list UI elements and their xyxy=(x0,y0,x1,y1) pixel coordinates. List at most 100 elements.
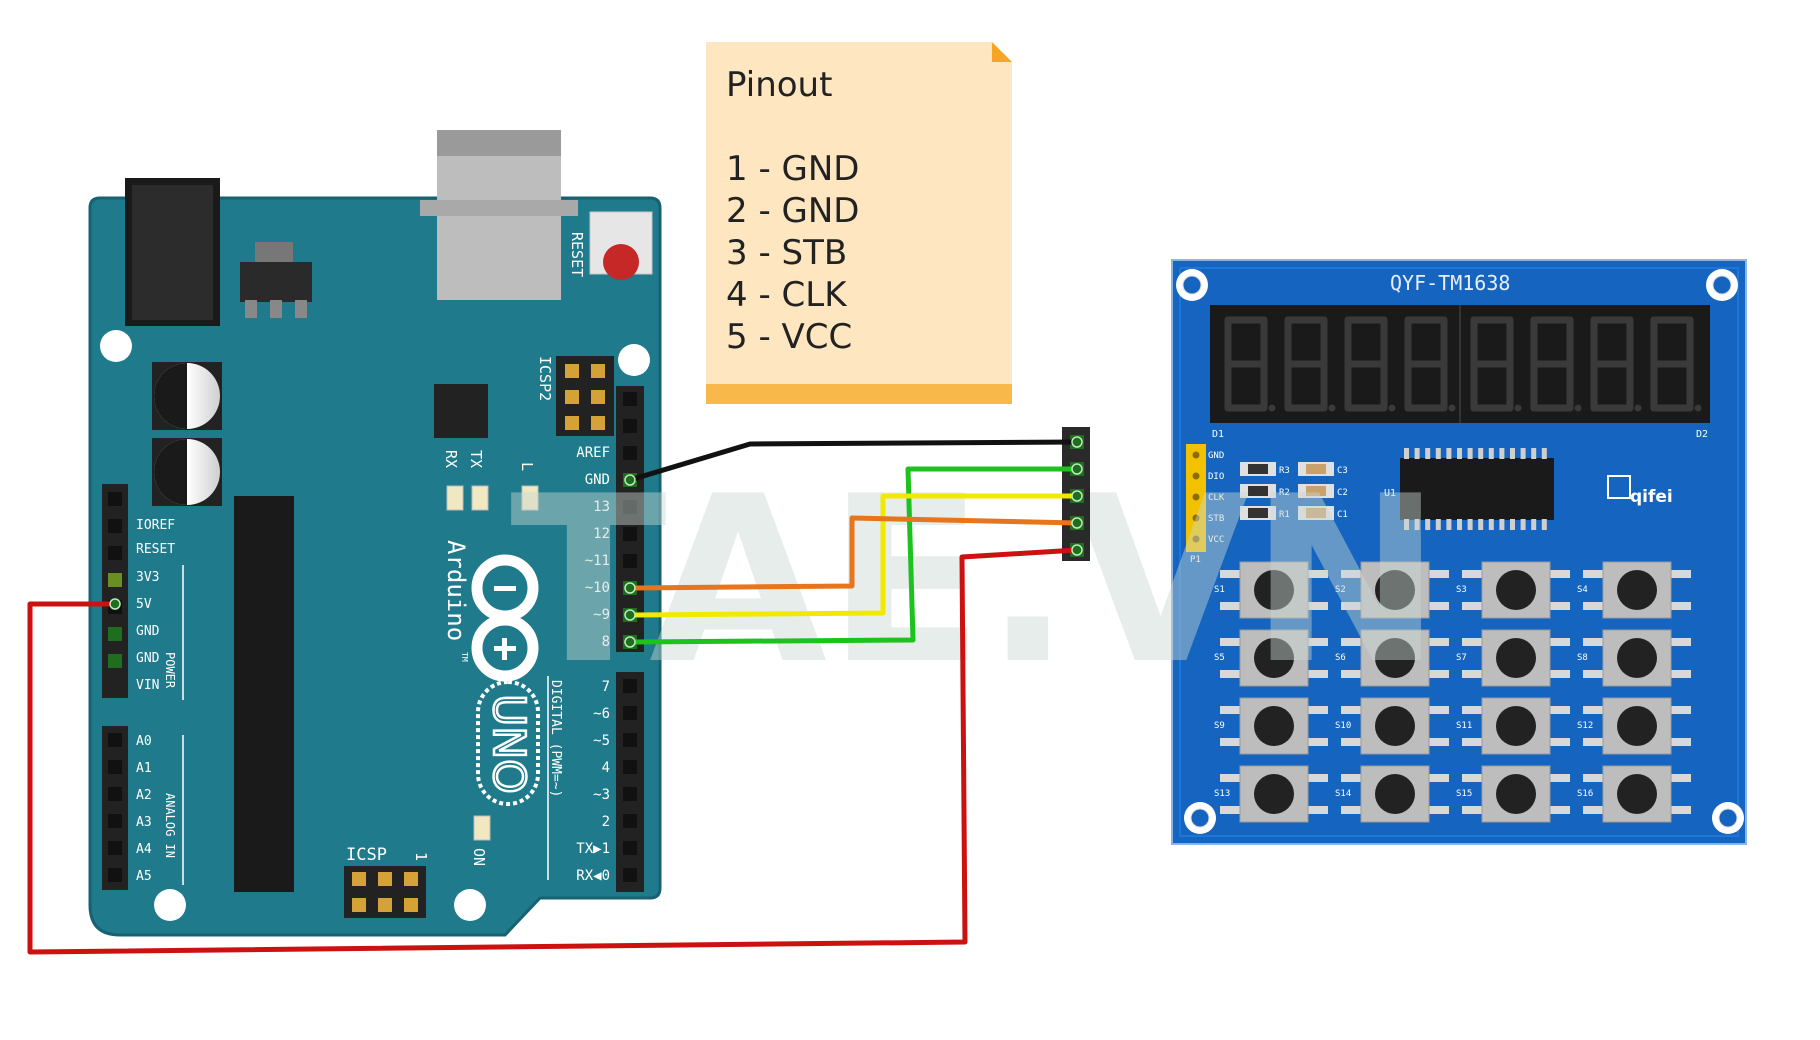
analog-header xyxy=(102,726,128,890)
header-pin-label: STB xyxy=(1208,514,1224,524)
pin-label: 5V xyxy=(136,597,152,612)
pin-label: GND xyxy=(136,651,160,666)
arduino-uno-board: RESET ICSP2 TX RX L Arduino TM UNO xyxy=(88,130,662,937)
pin-label: GND xyxy=(585,472,610,488)
key-switch[interactable]: S2 xyxy=(1335,561,1449,619)
resistor-label: R2 xyxy=(1279,488,1290,498)
atmega-chip xyxy=(234,496,294,892)
pin-label: ~6 xyxy=(593,706,610,722)
capacitor-label: C2 xyxy=(1337,488,1348,498)
voltage-regulator xyxy=(255,242,293,264)
icsp-header xyxy=(344,866,426,918)
key-switch[interactable]: S15 xyxy=(1456,765,1570,823)
arduino-logo-icon xyxy=(471,554,539,682)
capacitor-label: C3 xyxy=(1337,466,1348,476)
pin-label: ~10 xyxy=(585,580,610,596)
resistor-label: R1 xyxy=(1279,510,1290,520)
key-label: S5 xyxy=(1214,653,1225,663)
analog-in-label: ANALOG IN xyxy=(163,793,177,858)
header-pin-label: GND xyxy=(1208,451,1224,461)
key-switch[interactable]: S10 xyxy=(1335,697,1449,755)
wires xyxy=(27,427,1090,955)
reset-label: RESET xyxy=(568,232,586,277)
key-switch[interactable]: S5 xyxy=(1214,629,1328,687)
digit xyxy=(1224,316,1276,412)
tm1638-chip xyxy=(1400,448,1554,530)
key-switch[interactable]: S3 xyxy=(1456,561,1570,619)
key-switch[interactable]: S4 xyxy=(1577,561,1691,619)
key-label: S7 xyxy=(1456,653,1467,663)
note-line: 5 - VCC xyxy=(726,317,852,357)
power-header xyxy=(102,484,128,698)
digit xyxy=(1530,316,1582,412)
u1-label: U1 xyxy=(1384,488,1396,499)
digit xyxy=(1590,316,1642,412)
pin-label: A5 xyxy=(136,869,152,884)
pin-label: 12 xyxy=(593,526,610,542)
key-label: S8 xyxy=(1577,653,1588,663)
key-label: S13 xyxy=(1214,789,1230,799)
pin-label: GND xyxy=(136,624,160,639)
smd-components xyxy=(1240,462,1334,520)
capacitor xyxy=(152,438,222,506)
usb-chip xyxy=(434,384,488,438)
wire-stb xyxy=(629,515,1078,591)
key-switch[interactable]: S8 xyxy=(1577,629,1691,687)
wire-clk xyxy=(629,493,1077,618)
note-line: 3 - STB xyxy=(726,233,847,273)
pin-label: ~5 xyxy=(593,733,610,749)
key-switch[interactable]: S11 xyxy=(1456,697,1570,755)
key-label: S16 xyxy=(1577,789,1593,799)
header-pin-label: DIO xyxy=(1208,472,1224,482)
key-label: S3 xyxy=(1456,585,1467,595)
digital-header-bottom xyxy=(616,672,644,892)
rx-led xyxy=(446,485,464,511)
resistor-label: R3 xyxy=(1279,466,1290,476)
display-digits xyxy=(1224,316,1702,412)
pin-label: A2 xyxy=(136,788,152,803)
key-label: S14 xyxy=(1335,789,1351,799)
pin-label: 13 xyxy=(593,499,610,515)
key-label: S11 xyxy=(1456,721,1472,731)
d1-label: D1 xyxy=(1212,429,1224,440)
module-logo: qifei xyxy=(1630,487,1673,507)
d2-label: D2 xyxy=(1696,429,1708,440)
on-label: ON xyxy=(470,848,488,866)
digit xyxy=(1404,316,1456,412)
key-switch[interactable]: S7 xyxy=(1456,629,1570,687)
pin-label: 4 xyxy=(602,760,610,776)
key-switch[interactable]: S1 xyxy=(1214,561,1328,619)
brand-label: Arduino xyxy=(442,540,470,641)
tm1638-module: QYF-TM1638 D1 D2 U1 qifei GND DIO CLK ST… xyxy=(1171,259,1747,845)
icsp-label: ICSP xyxy=(346,845,387,865)
power-label: POWER xyxy=(163,652,177,689)
note-line: 4 - CLK xyxy=(726,275,848,315)
pin-label: RESET xyxy=(136,542,175,557)
key-switch[interactable]: S6 xyxy=(1335,629,1449,687)
wire-gnd xyxy=(629,439,1078,483)
capacitor-label: C1 xyxy=(1337,510,1348,520)
key-switch[interactable]: S16 xyxy=(1577,765,1691,823)
key-switch[interactable]: S9 xyxy=(1214,697,1328,755)
pin-label: ~9 xyxy=(593,607,610,623)
key-switch[interactable]: S12 xyxy=(1577,697,1691,755)
pin-label: A1 xyxy=(136,761,152,776)
key-switch[interactable]: S14 xyxy=(1335,765,1449,823)
pin-label: 3V3 xyxy=(136,570,159,585)
key-label: S9 xyxy=(1214,721,1225,731)
watermark: TAE.VN xyxy=(510,448,1442,715)
icsp-pin1-label: 1 xyxy=(412,852,430,861)
module-title: QYF-TM1638 xyxy=(1390,271,1510,295)
pin-label: ~3 xyxy=(593,787,610,803)
pin-label: AREF xyxy=(576,445,610,461)
header-pin-label: CLK xyxy=(1208,493,1225,503)
model-label: UNO xyxy=(483,694,534,794)
note-title: Pinout xyxy=(726,65,832,105)
key-switch[interactable]: S13 xyxy=(1214,765,1328,823)
digit xyxy=(1284,316,1336,412)
pin-label: TX▶1 xyxy=(576,841,610,857)
key-label: S15 xyxy=(1456,789,1472,799)
reset-button[interactable] xyxy=(589,211,653,280)
